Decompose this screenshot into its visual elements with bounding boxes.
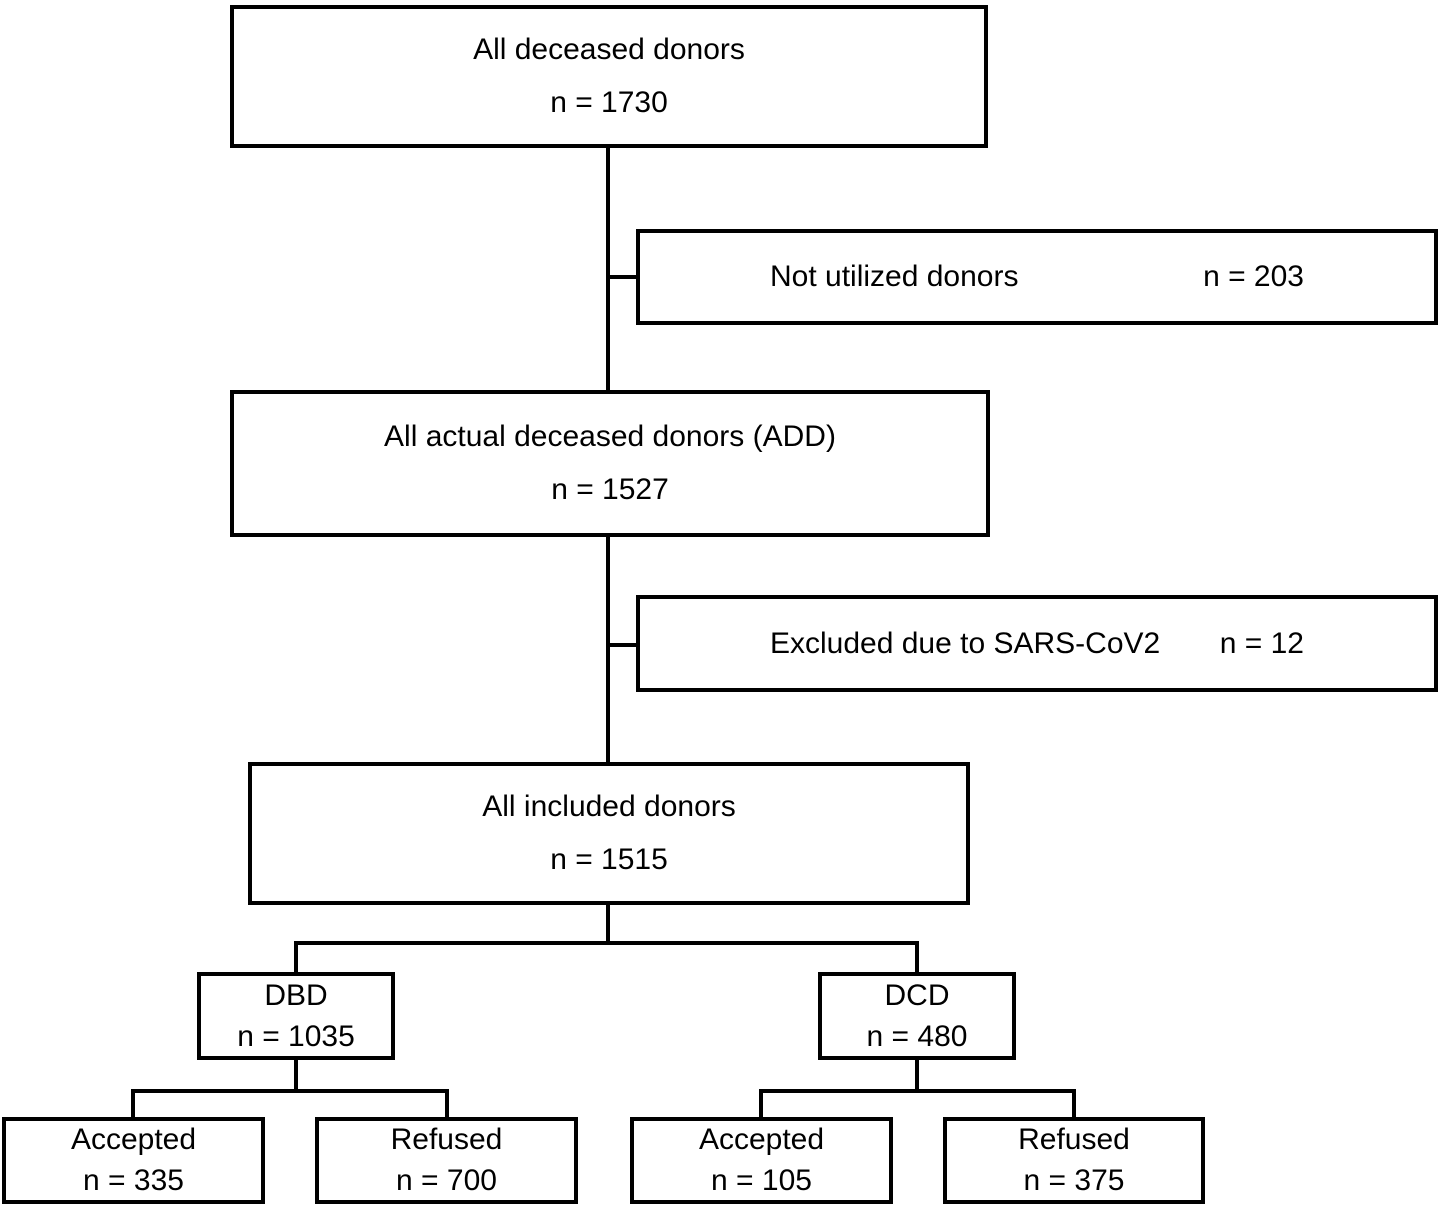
box-label: DCD <box>884 978 950 1012</box>
box-n-value: n = 480 <box>866 1019 968 1053</box>
box-label: All actual deceased donors (ADD) <box>384 420 836 453</box>
box-label: Refused <box>390 1123 503 1156</box>
box-all-included-donors: All included donors n = 1515 <box>248 762 970 905</box>
box-label: All deceased donors <box>473 33 745 66</box>
box-n-value: n = 1035 <box>237 1019 355 1053</box>
box-label: All included donors <box>482 790 736 823</box>
box-dbd-refused: Refused n = 700 <box>315 1117 578 1204</box>
box-n-value: n = 1730 <box>550 86 668 119</box>
box-n-value: n = 1527 <box>551 473 669 506</box>
box-label: Refused <box>1018 1123 1130 1156</box>
box-label: Accepted <box>70 1123 197 1156</box>
connector-split-dbd-dcd-line <box>294 941 919 945</box>
box-n-value: n = 1515 <box>550 843 668 876</box>
connector-dbd-down-line <box>294 1060 298 1093</box>
connector-deceased-to-add-line <box>606 148 610 390</box>
connector-split-dbd-children-line <box>131 1089 449 1093</box>
box-n-value: n = 700 <box>396 1164 497 1197</box>
box-n-value: n = 105 <box>711 1164 812 1197</box>
box-label: Excluded due to SARS-CoV2 <box>770 626 1161 660</box>
connector-add-to-included-line <box>606 537 610 762</box>
connector-split-dcd-children-line <box>759 1089 1076 1093</box>
box-not-utilized-donors: Not utilized donors n = 203 <box>636 229 1438 325</box>
box-n-value: n = 375 <box>1023 1164 1125 1197</box>
connector-dcd-down-line <box>915 1060 919 1093</box>
box-n-value: n = 12 <box>1219 626 1304 660</box>
connector-drop-to-dcd-accepted-line <box>759 1089 763 1117</box>
connector-not-utilized-stub <box>608 275 638 279</box>
connector-excluded-stub <box>608 643 638 647</box>
connector-drop-to-dbd-accepted-line <box>131 1089 135 1117</box>
box-n-value: n = 335 <box>83 1164 184 1197</box>
box-n-value: n = 203 <box>1203 260 1304 293</box>
box-dcd-refused: Refused n = 375 <box>943 1117 1205 1204</box>
box-dbd: DBD n = 1035 <box>197 972 395 1060</box>
box-dbd-accepted: Accepted n = 335 <box>2 1117 265 1204</box>
box-dcd: DCD n = 480 <box>818 972 1016 1060</box>
box-label: DBD <box>264 978 328 1012</box>
box-label: Accepted <box>698 1123 825 1156</box>
connector-drop-to-dbd-line <box>294 941 298 972</box>
box-excluded-sars-cov2: Excluded due to SARS-CoV2 n = 12 <box>636 595 1438 692</box>
connector-drop-to-dbd-refused-line <box>445 1089 449 1117</box>
box-label: Not utilized donors <box>770 260 1019 293</box>
box-dcd-accepted: Accepted n = 105 <box>630 1117 893 1204</box>
connector-included-down-line <box>606 905 610 945</box>
connector-drop-to-dcd-line <box>915 941 919 972</box>
connector-drop-to-dcd-refused-line <box>1072 1089 1076 1117</box>
box-all-deceased-donors: All deceased donors n = 1730 <box>230 5 988 148</box>
box-actual-deceased-donors: All actual deceased donors (ADD) n = 152… <box>230 390 990 537</box>
